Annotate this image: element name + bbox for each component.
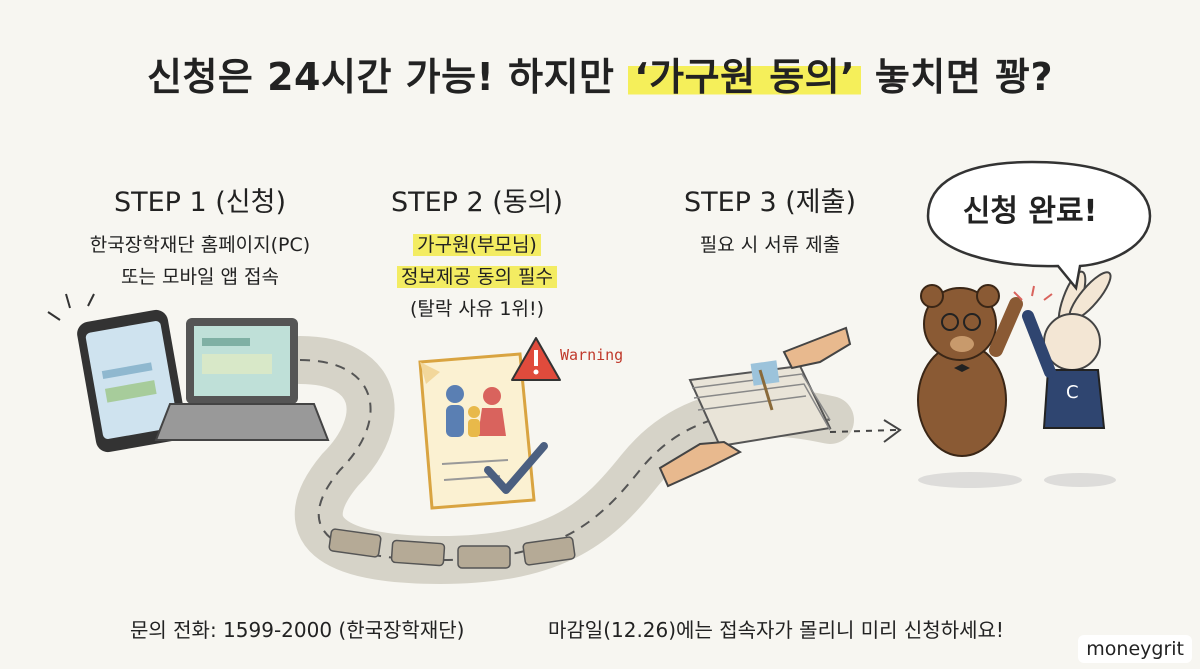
page-title: 신청은 24시간 가능! 하지만 ‘가구원 동의’ 놓치면 꽝? bbox=[147, 55, 1053, 99]
step-3: STEP 3 (제출) 필요 시 서류 제출 bbox=[640, 180, 900, 261]
step-2-line-2: 정보제공 동의 필수 bbox=[397, 266, 557, 288]
footer-phone: 문의 전화: 1599-2000 (한국장학재단) bbox=[130, 618, 465, 642]
step-2: STEP 2 (동의) 가구원(부모님) 정보제공 동의 필수 (탈락 사유 1… bbox=[352, 180, 602, 325]
step-1-line-2: 또는 모바일 앱 접속 bbox=[121, 266, 279, 288]
brand-watermark: moneygrit bbox=[1078, 635, 1192, 663]
warning-label: Warning bbox=[560, 346, 624, 364]
family-icon bbox=[446, 385, 506, 437]
phone-icon bbox=[47, 293, 187, 453]
arrow-icon bbox=[829, 419, 902, 443]
rabbit-icon: C bbox=[1013, 270, 1116, 487]
step-2-line-3: (탈락 사유 1위!) bbox=[409, 298, 544, 320]
step-3-heading: STEP 3 (제출) bbox=[683, 187, 857, 218]
svg-text:C: C bbox=[1066, 382, 1079, 403]
bear-icon bbox=[917, 284, 1023, 488]
speech-bubble-text: 신청 완료! bbox=[962, 194, 1098, 229]
title-highlight: ‘가구원 동의’ bbox=[628, 55, 862, 99]
step-2-heading: STEP 2 (동의) bbox=[390, 187, 564, 218]
step-1: STEP 1 (신청) 한국장학재단 홈페이지(PC) 또는 모바일 앱 접속 bbox=[50, 180, 350, 293]
step-3-line-1: 필요 시 서류 제출 bbox=[699, 234, 841, 256]
laptop-icon bbox=[154, 318, 330, 441]
checkmark-icon bbox=[484, 442, 548, 494]
paper-stack-icon bbox=[688, 360, 832, 448]
warning-icon bbox=[511, 337, 561, 381]
step-2-line-1: 가구원(부모님) bbox=[413, 234, 541, 256]
step-1-line-1: 한국장학재단 홈페이지(PC) bbox=[89, 234, 311, 256]
step-1-heading: STEP 1 (신청) bbox=[113, 187, 287, 218]
footer-note: 마감일(12.26)에는 접속자가 몰리니 미리 신청하세요! bbox=[548, 618, 1004, 642]
road-icon bbox=[276, 336, 854, 585]
speech-bubble-icon bbox=[926, 160, 1152, 291]
hands-icon bbox=[658, 326, 852, 488]
